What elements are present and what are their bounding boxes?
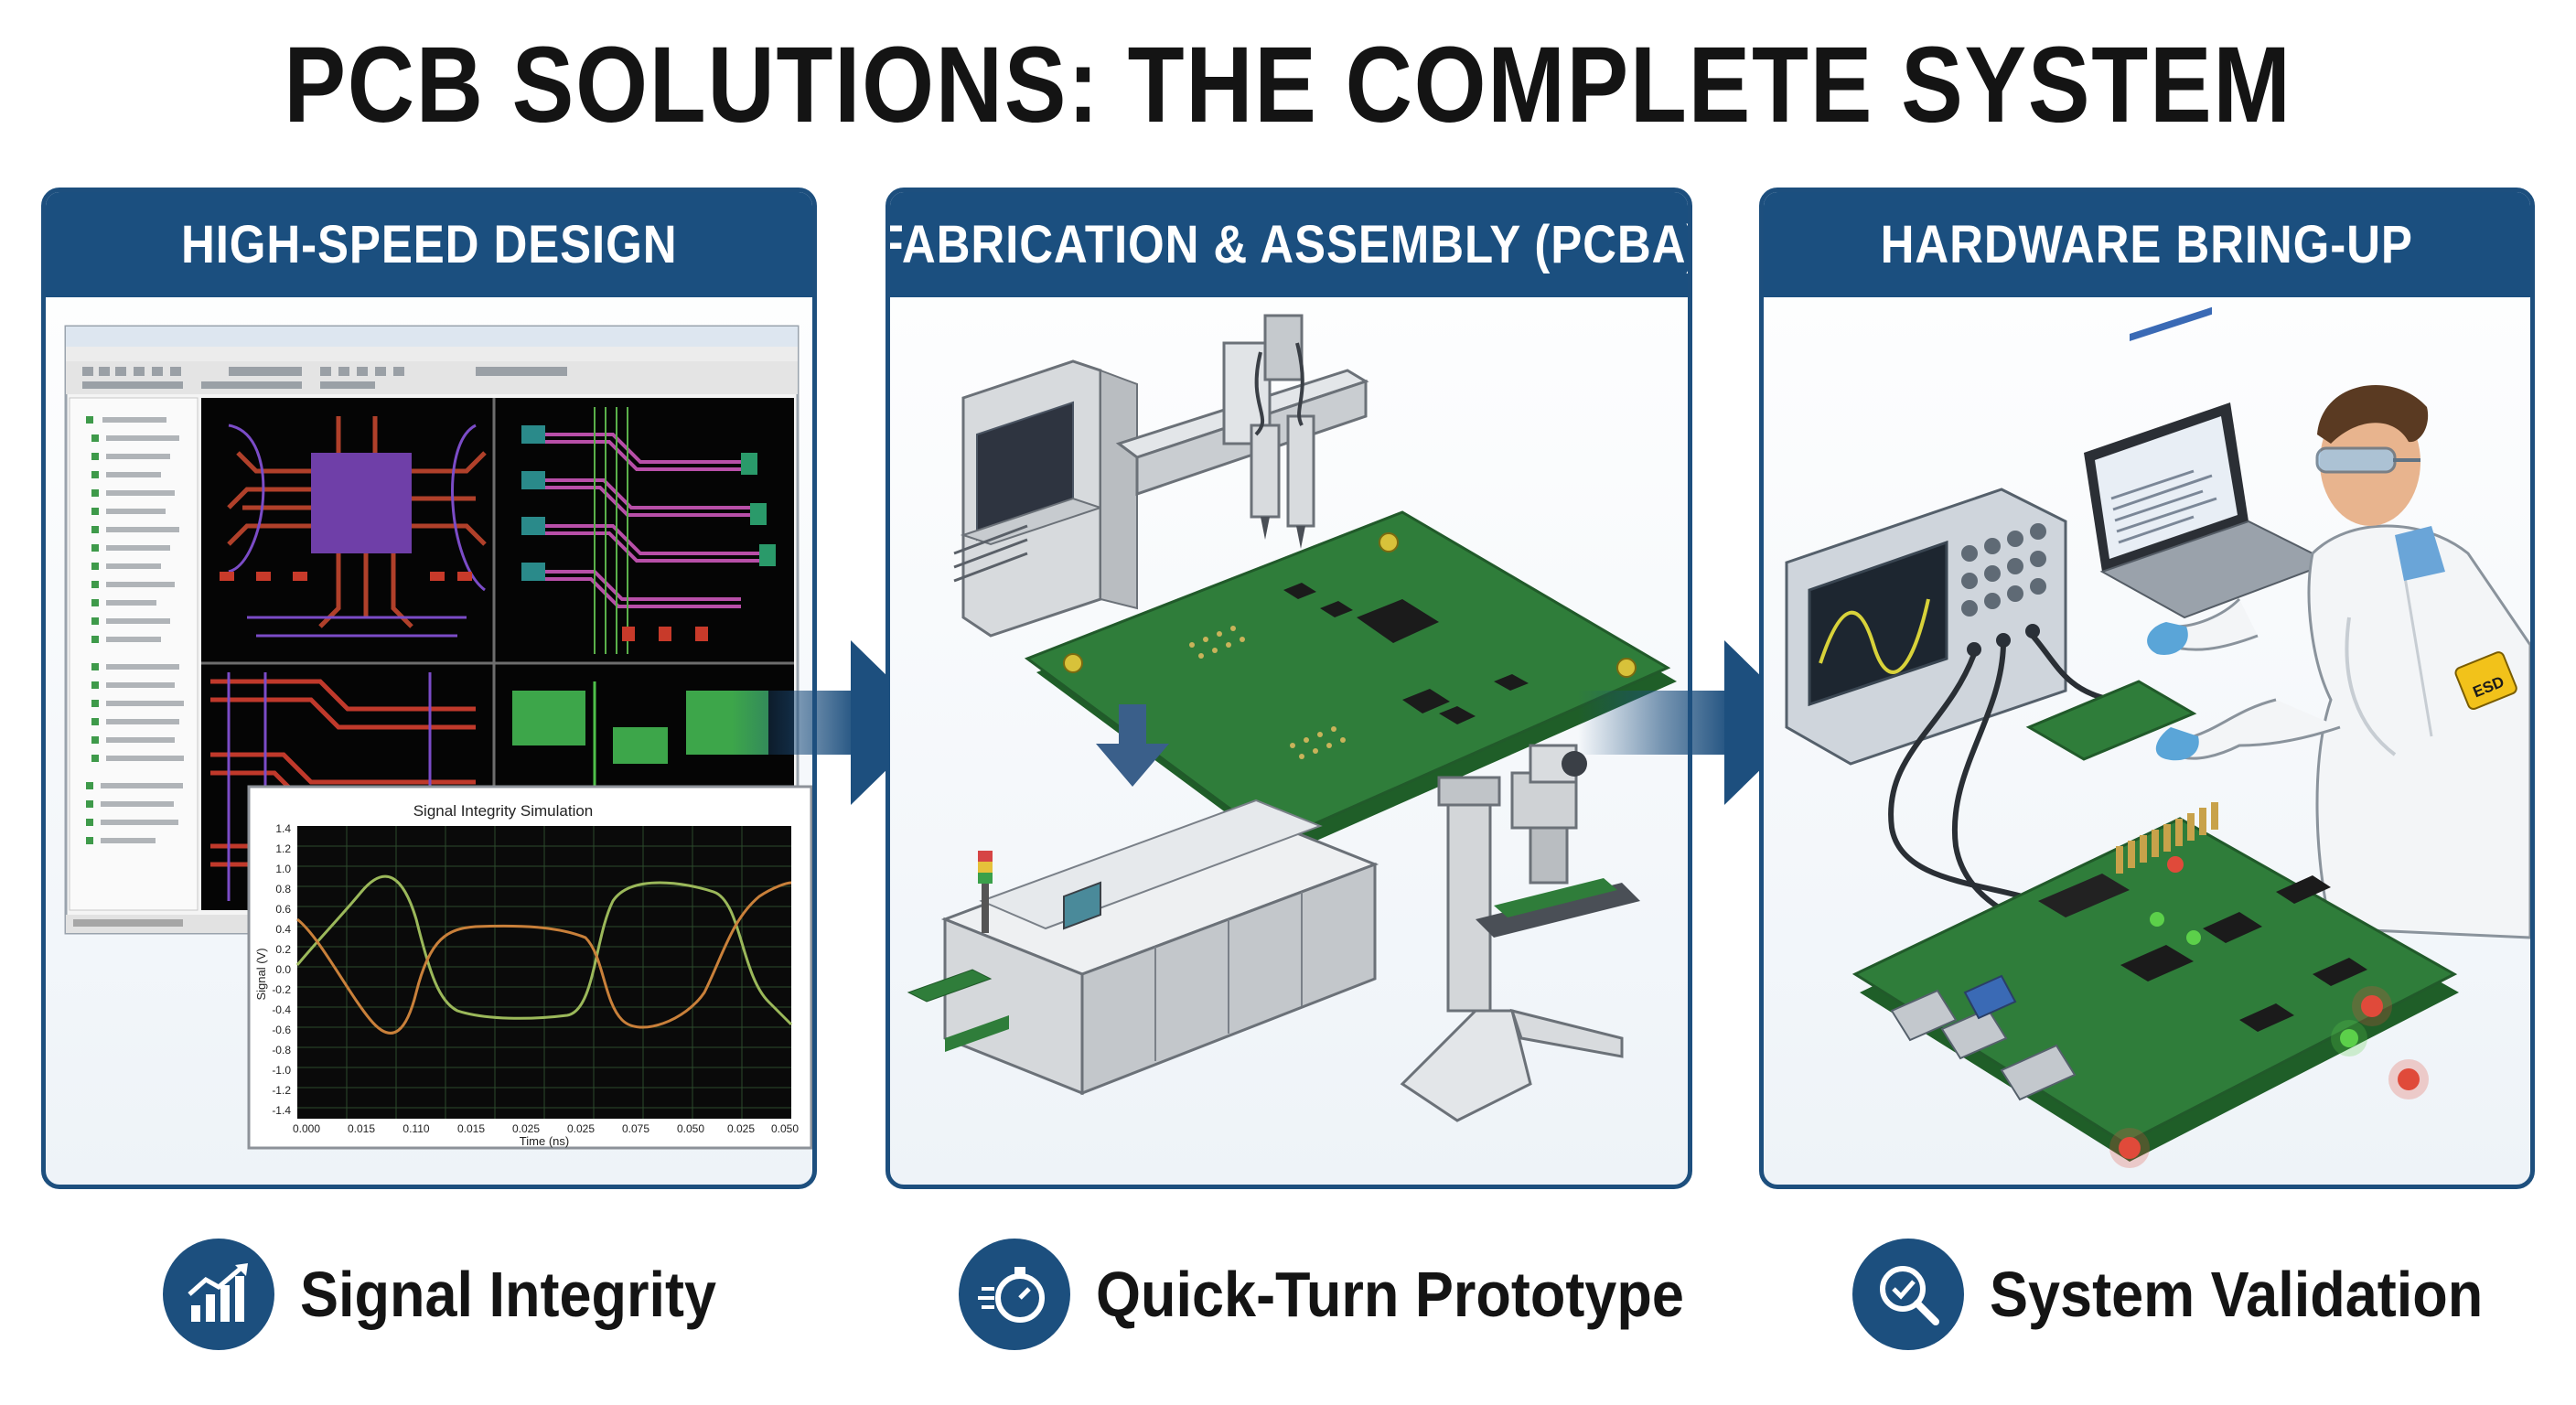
panel-header: FABRICATION & ASSEMBLY (PCBA): [890, 192, 1688, 297]
panel-header-label: FABRICATION & ASSEMBLY (PCBA): [886, 215, 1692, 274]
sim-waveform-green: [295, 874, 793, 1026]
panel-fabrication-assembly: FABRICATION & ASSEMBLY (PCBA): [886, 188, 1692, 1189]
panel-header: HIGH-SPEED DESIGN: [46, 192, 812, 297]
x-tick: 0.050: [771, 1122, 799, 1135]
y-tick: -0.4: [272, 1003, 291, 1016]
stopwatch-icon: [959, 1239, 1070, 1350]
sim-title: Signal Integrity Simulation: [413, 802, 594, 820]
caption-label: System Validation: [1990, 1259, 2484, 1330]
y-tick: 1.2: [275, 842, 291, 855]
sim-y-label: Signal (V): [254, 948, 268, 1000]
y-tick: 0.8: [275, 883, 291, 896]
page-title: PCB SOLUTIONS: THE COMPLETE SYSTEM: [284, 25, 2292, 145]
panel-header: HARDWARE BRING-UP: [1764, 192, 2530, 297]
y-tick: 0.0: [275, 963, 291, 976]
x-tick: 0.015: [457, 1122, 485, 1135]
cad-illustration: Signal Integrity Simulation 1.4 1.2 1.0 …: [64, 325, 812, 1150]
probed-board: [2025, 680, 2197, 761]
engineer: ESD: [2147, 385, 2530, 939]
panel-hardware-bring-up: HARDWARE BRING-UP: [1759, 188, 2535, 1189]
process-arrow-down: [1096, 704, 1169, 787]
caption-label: Signal Integrity: [300, 1259, 717, 1330]
panel-header-label: HARDWARE BRING-UP: [1880, 215, 2414, 274]
reflow-oven: [907, 799, 1379, 1096]
x-tick: 0.000: [293, 1122, 320, 1135]
y-tick: 1.0: [275, 863, 291, 875]
y-tick: -1.2: [272, 1084, 291, 1097]
y-tick: 0.2: [275, 943, 291, 956]
sim-waveform-orange: [296, 881, 792, 1035]
x-tick: 0.025: [512, 1122, 540, 1135]
y-tick: -0.8: [272, 1044, 291, 1056]
x-tick: 0.075: [622, 1122, 649, 1135]
bring-up-illustration: ESD: [1785, 306, 2530, 1168]
sim-x-label: Time (ns): [520, 1134, 569, 1148]
y-tick: -1.4: [272, 1104, 291, 1117]
sim-y-tick-labels: 1.4 1.2 1.0 0.8 0.6 0.4 0.2 0.0 -0.2 -0.…: [272, 822, 291, 1117]
x-tick: 0.025: [567, 1122, 595, 1135]
y-tick: -0.2: [272, 983, 291, 996]
caption-quick-turn-prototype: Quick-Turn Prototype: [959, 1230, 1749, 1358]
magnifier-check-icon: [1852, 1239, 1964, 1350]
y-tick: 1.4: [275, 822, 291, 835]
y-tick: -0.6: [272, 1024, 291, 1036]
signal-integrity-window: Signal Integrity Simulation 1.4 1.2 1.0 …: [247, 785, 812, 1150]
panel-high-speed-design: HIGH-SPEED DESIGN: [41, 188, 817, 1189]
sim-x-tick-labels: 0.000 0.015 0.110 0.015 0.025 0.025 0.07…: [293, 1122, 799, 1135]
laptop: [2084, 306, 2334, 619]
board-under-test: [1852, 802, 2459, 1168]
x-tick: 0.015: [348, 1122, 375, 1135]
caption-label: Quick-Turn Prototype: [1096, 1259, 1684, 1330]
x-tick: 0.050: [677, 1122, 704, 1135]
caption-system-validation: System Validation: [1852, 1230, 2538, 1358]
panel-header-label: HIGH-SPEED DESIGN: [180, 215, 678, 274]
y-tick: 0.6: [275, 903, 291, 916]
fabrication-illustration: [907, 314, 1677, 1122]
esd-badge: ESD: [2454, 651, 2517, 711]
chart-growth-icon: [163, 1239, 274, 1350]
pick-and-place-machine: [953, 314, 1369, 638]
y-tick: -1.0: [272, 1064, 291, 1077]
x-tick: 0.025: [727, 1122, 755, 1135]
y-tick: 0.4: [275, 923, 291, 936]
caption-signal-integrity: Signal Integrity: [163, 1230, 763, 1358]
x-tick: 0.110: [402, 1122, 429, 1135]
inspection-microscope: [1400, 744, 1640, 1122]
oscilloscope: [1785, 488, 2112, 940]
